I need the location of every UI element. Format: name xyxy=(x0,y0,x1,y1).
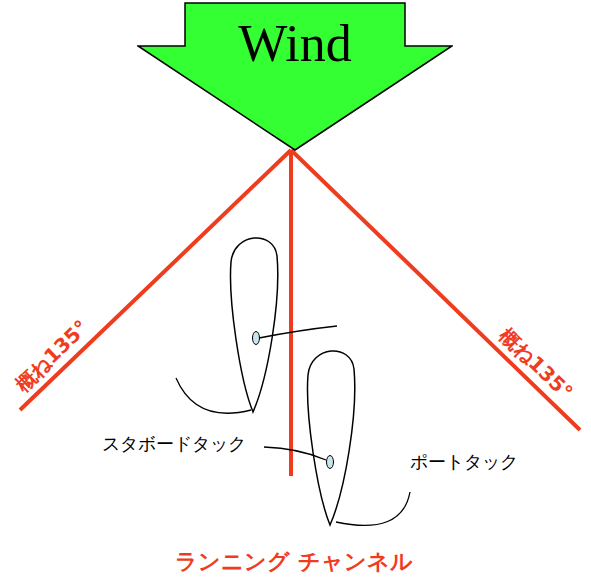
wind-text: Wind xyxy=(137,2,453,74)
boom-line xyxy=(259,326,337,338)
channel-label: ランニング チャンネル xyxy=(175,549,413,574)
angle-label: 概ね135° xyxy=(11,316,93,396)
boat-hull xyxy=(308,351,355,525)
tack-label: スタボードタック xyxy=(102,434,246,455)
angle-label: 概ね135° xyxy=(495,324,577,404)
wind-arrow: Wind xyxy=(137,2,453,152)
arrow-outline xyxy=(138,3,452,150)
tack-label: ポートタック xyxy=(410,452,518,473)
mast xyxy=(253,332,260,345)
boat-hull xyxy=(231,238,278,412)
leader-line xyxy=(264,447,326,460)
sheet-line xyxy=(336,492,410,525)
mast xyxy=(327,456,334,469)
sheet-line xyxy=(176,378,251,413)
center-line xyxy=(289,150,293,476)
